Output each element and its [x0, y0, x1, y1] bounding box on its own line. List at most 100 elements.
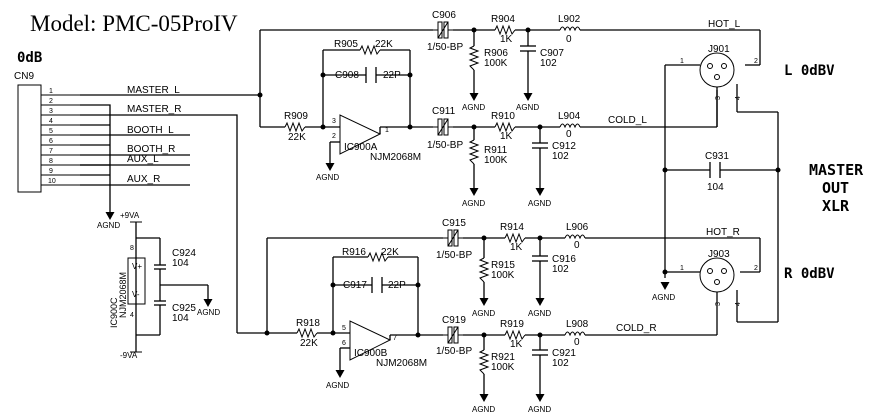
left-r906: R906 — [484, 48, 508, 59]
right-c916-val: 102 — [552, 264, 569, 275]
agnd-c921: AGND — [528, 405, 551, 414]
right-c915: C915 — [442, 218, 466, 229]
c931-ref: C931 — [705, 151, 729, 162]
j903-pin-3: 3 — [715, 302, 722, 306]
jack-j903-ref: J903 — [708, 249, 730, 260]
right-c915-val: 1/50-BP — [436, 250, 472, 261]
cn9-pin-2: 2 — [49, 98, 53, 105]
right-l906-val: 0 — [574, 240, 580, 251]
left-l904: L904 — [558, 111, 581, 122]
net-aux-l: AUX_L — [127, 154, 159, 165]
left-opamp-pin-2: 2 — [332, 133, 336, 140]
left-c911: C911 — [432, 106, 456, 117]
agnd-c916: AGND — [528, 309, 551, 318]
j901-pin-2: 2 — [754, 58, 758, 65]
supply-c924: C924 — [172, 248, 196, 259]
left-r910: R910 — [491, 111, 515, 122]
right-c919: C919 — [442, 315, 466, 326]
cn9-pin-1: 1 — [49, 88, 53, 95]
jack-j901-ref: J901 — [708, 44, 730, 55]
supply-c925-val: 104 — [172, 313, 189, 324]
left-r905-val: 22K — [375, 39, 393, 50]
supply-ic-part: NJM2068M — [118, 272, 128, 318]
right-r914-val: 1K — [510, 242, 523, 253]
connector-agnd: AGND — [97, 221, 120, 230]
left-r910-val: 1K — [500, 131, 513, 142]
right-c916: C916 — [552, 254, 576, 265]
net-cold-l: COLD_L — [608, 115, 647, 126]
j903-pin-2: 2 — [754, 265, 758, 272]
right-c921: C921 — [552, 348, 576, 359]
agnd-c912: AGND — [528, 199, 551, 208]
shared-agnd: AGND — [652, 293, 675, 302]
left-opamp-pin-3: 3 — [332, 118, 336, 125]
right-opamp-pin-6: 6 — [342, 340, 346, 347]
j901-pin-1: 1 — [680, 58, 684, 65]
net-master-r: MASTER_R — [127, 104, 181, 115]
left-c911-val: 1/50-BP — [427, 140, 463, 151]
net-hot-l: HOT_L — [708, 19, 741, 30]
output-label-out: OUT — [822, 179, 849, 197]
left-l904-val: 0 — [566, 129, 572, 140]
left-c908: C908 — [335, 70, 359, 81]
left-opamp-agnd: AGND — [316, 173, 339, 182]
right-opamp-part: NJM2068M — [376, 358, 427, 369]
left-opamp-pin-1: 1 — [385, 127, 389, 134]
right-r918: R918 — [296, 318, 320, 329]
agnd-r911: AGND — [462, 199, 485, 208]
left-opamp-ref: IC900A — [344, 142, 378, 153]
left-r911: R911 — [484, 145, 508, 156]
right-opamp-pin-5: 5 — [342, 325, 346, 332]
net-aux-r: AUX_R — [127, 174, 160, 185]
right-r915: R915 — [491, 260, 515, 271]
cn9-pin-4: 4 — [49, 118, 53, 125]
left-r905: R905 — [334, 39, 358, 50]
left-r909-val: 22K — [288, 132, 306, 143]
level-0db-label: 0dB — [17, 50, 42, 66]
supply-ic-ref: IC900C — [109, 297, 119, 328]
net-hot-r: HOT_R — [706, 227, 740, 238]
right-r918-val: 22K — [300, 338, 318, 349]
supply-agnd: AGND — [197, 308, 220, 317]
right-c921-val: 102 — [552, 358, 569, 369]
cn9-pin-6: 6 — [49, 138, 53, 145]
left-r904-val: 1K — [500, 34, 513, 45]
cn9-pin-7: 7 — [49, 148, 53, 155]
right-r914: R914 — [500, 222, 524, 233]
left-level-label: L 0dBV — [784, 63, 835, 79]
j901-pin-3: 3 — [715, 96, 722, 100]
agnd-r906: AGND — [462, 103, 485, 112]
right-r919-val: 1K — [510, 339, 523, 350]
right-c919-val: 1/50-BP — [436, 346, 472, 357]
right-l908: L908 — [566, 319, 589, 330]
cn9-pin-9: 9 — [49, 168, 53, 175]
cn9-pin-8: 8 — [49, 158, 53, 165]
left-l902: L902 — [558, 14, 581, 25]
agnd-c907: AGND — [516, 103, 539, 112]
right-opamp-pin-7: 7 — [393, 335, 397, 342]
cn9-pin-5: 5 — [49, 128, 53, 135]
supply-c924-val: 104 — [172, 258, 189, 269]
supply-vplus: V+ — [132, 262, 142, 271]
net-master-l: MASTER_L — [127, 85, 180, 96]
j903-pin-4: 4 — [735, 302, 742, 306]
right-level-label: R 0dBV — [784, 266, 835, 282]
right-channel: 5 6 7 IC900B NJM2068M AGND R916 22K C917… — [237, 218, 835, 402]
left-c906-val: 1/50-BP — [427, 42, 463, 53]
supply-ic900c: +9VA -9VA V+ V- 8 4 IC900C NJM2068M C924… — [109, 211, 220, 360]
j903-pin-1: 1 — [680, 265, 684, 272]
right-c917-val: 22P — [388, 280, 406, 291]
cn9-pin-3: 3 — [49, 108, 53, 115]
left-c912: C912 — [552, 141, 576, 152]
net-cold-r: COLD_R — [616, 323, 657, 334]
right-r921-val: 100K — [491, 362, 515, 373]
net-booth-r: BOOTH_R — [127, 144, 175, 155]
supply-neg-label: -9VA — [120, 351, 138, 360]
left-l902-val: 0 — [566, 34, 572, 45]
net-booth-l: BOOTH_L — [127, 125, 174, 136]
right-r919: R919 — [500, 319, 524, 330]
right-r915-val: 100K — [491, 270, 515, 281]
j901-pin-4: 4 — [735, 96, 742, 100]
connector-ref: CN9 — [14, 71, 34, 82]
